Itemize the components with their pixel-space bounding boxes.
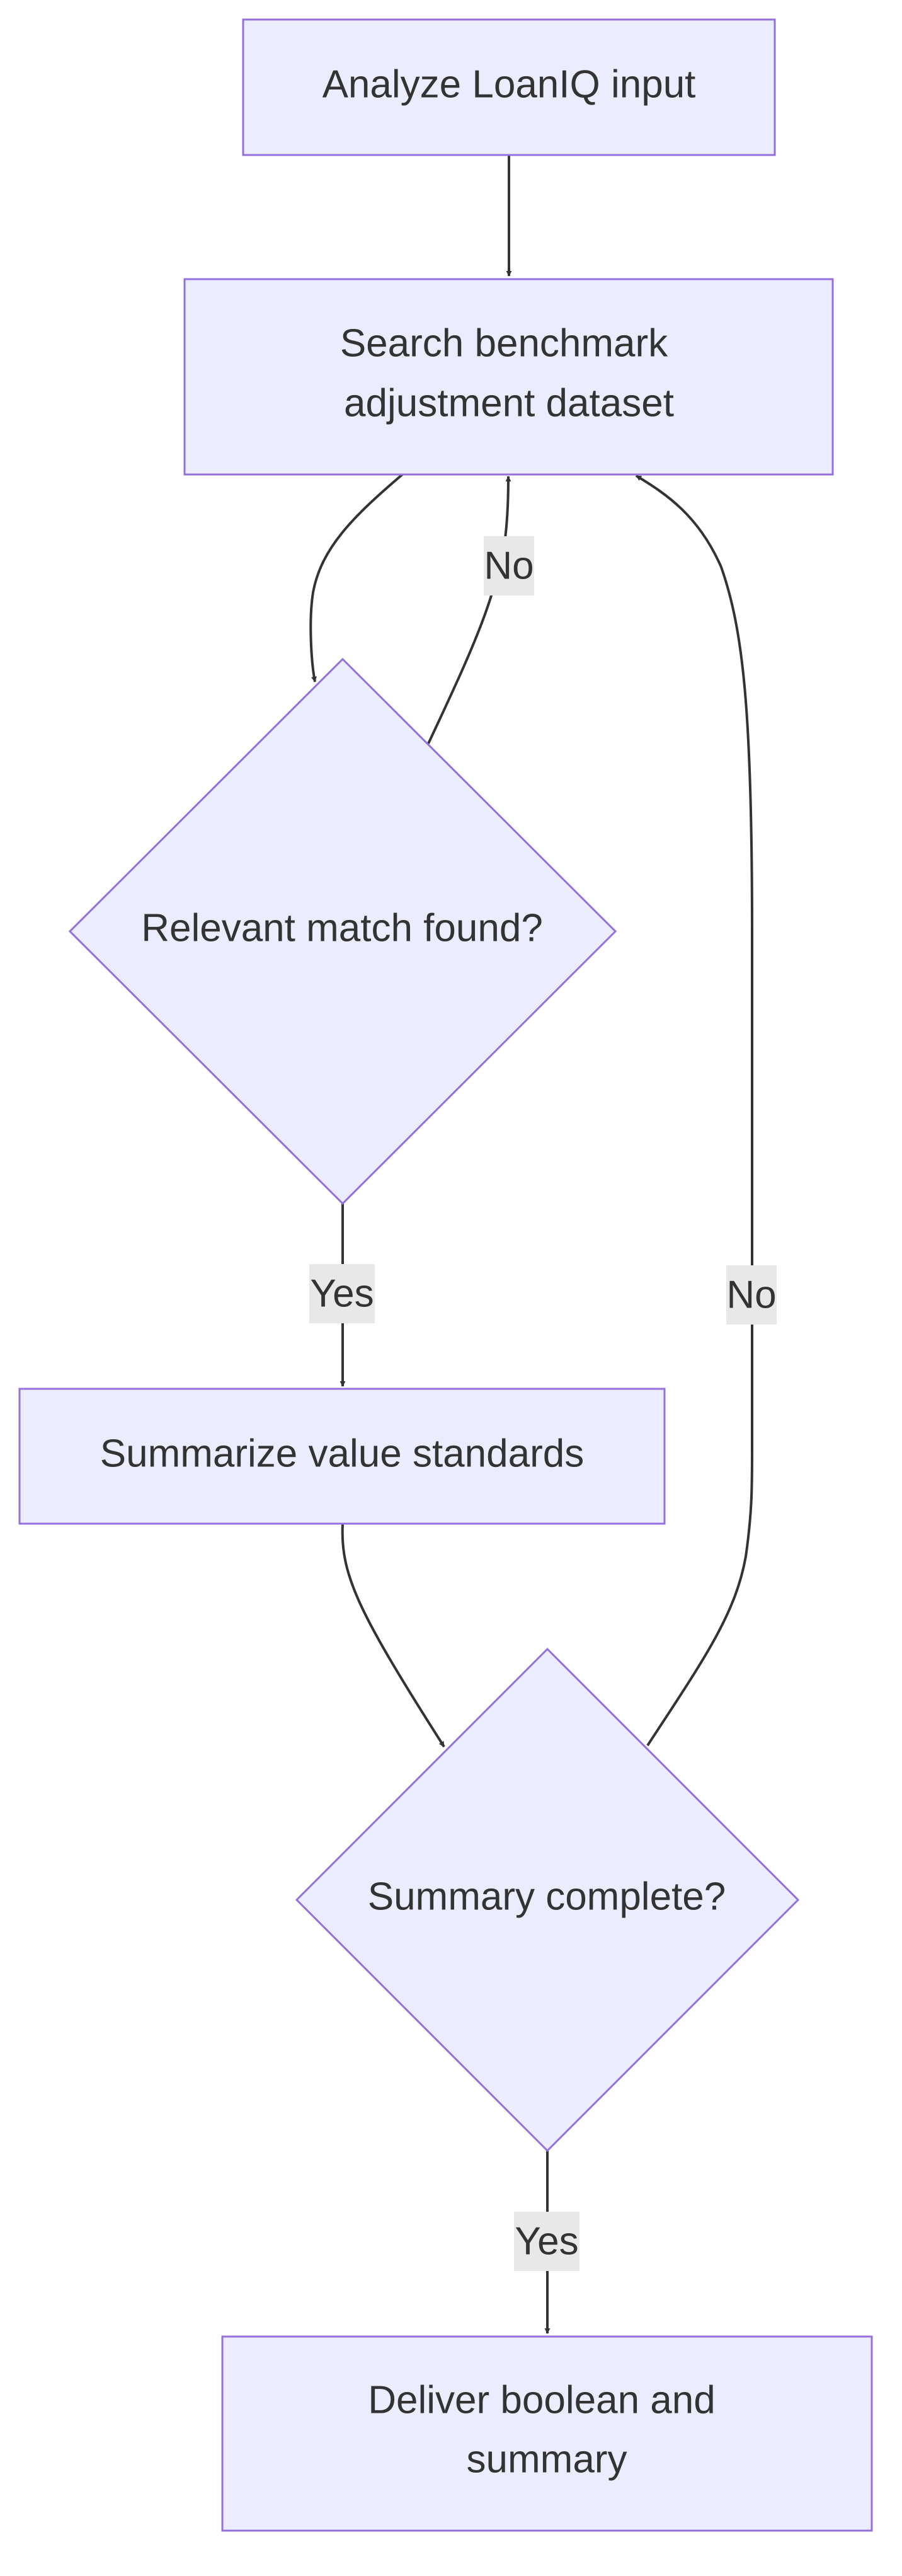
- nodes: Analyze LoanIQ input Search benchmark ad…: [18, 18, 873, 2532]
- edge-labels: No Yes No Yes: [309, 536, 777, 2271]
- edge-label-text: Yes: [515, 2220, 578, 2263]
- edges: [309, 155, 753, 2334]
- node-summarize-value-standards: Summarize value standards: [18, 1388, 666, 1525]
- node-deliver-boolean-summary: Deliver boolean and summary: [221, 2335, 873, 2532]
- node-label: Analyze LoanIQ input: [323, 63, 696, 106]
- node-label: adjustment dataset: [344, 382, 674, 425]
- node-label: Search benchmark: [340, 322, 668, 365]
- node-label: Relevant match found?: [141, 907, 543, 950]
- edge-complete-no-to-search: [635, 474, 753, 1747]
- edge-search-to-match: [309, 473, 404, 682]
- node-relevant-match-decision: Relevant match found?: [68, 657, 617, 1205]
- node-label: Summarize value standards: [100, 1432, 584, 1476]
- edge-label-complete-yes: Yes: [514, 2212, 579, 2271]
- edge-label-text: Yes: [310, 1272, 374, 1316]
- node-label: Summary complete?: [368, 1875, 726, 1919]
- node-analyze-loaniq-input: Analyze LoanIQ input: [242, 18, 776, 156]
- edge-label-text: No: [484, 544, 534, 588]
- edge-label-complete-no: No: [726, 1265, 777, 1325]
- edge-label-match-yes: Yes: [309, 1264, 375, 1323]
- edge-label-match-no: No: [484, 536, 534, 595]
- edge-summarize-to-complete: [341, 1523, 445, 1748]
- edge-label-text: No: [726, 1274, 776, 1317]
- node-search-benchmark-dataset: Search benchmark adjustment dataset: [183, 278, 834, 476]
- node-summary-complete-decision: Summary complete?: [295, 1647, 800, 2153]
- node-label: summary: [467, 2438, 627, 2481]
- edge-match-no-to-search: [427, 476, 511, 744]
- node-label: Deliver boolean and: [368, 2379, 716, 2422]
